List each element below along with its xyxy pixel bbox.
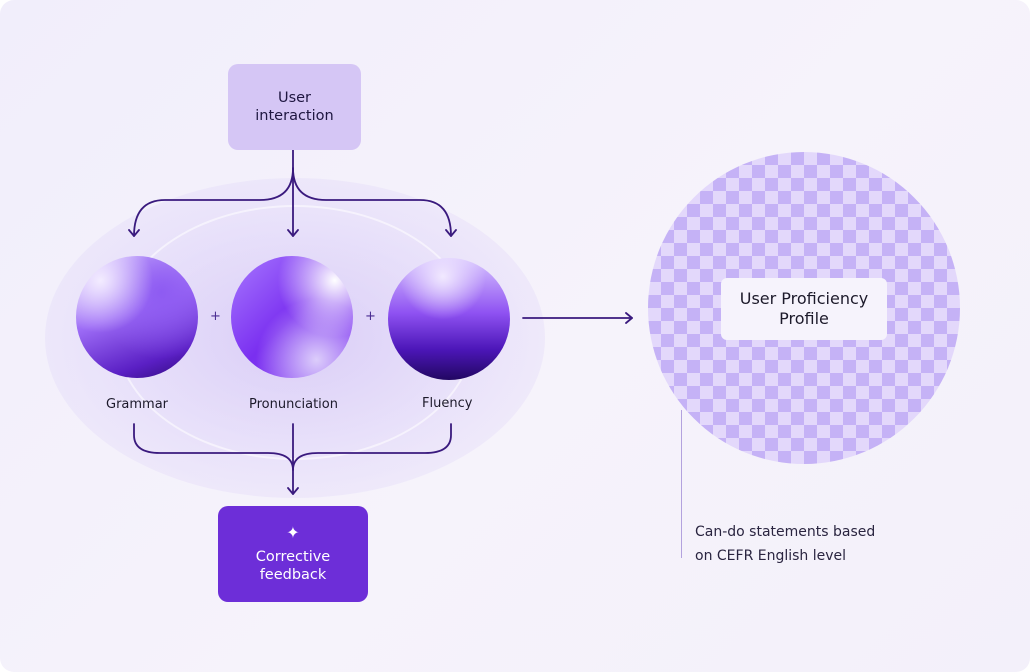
cefr-note: Can-do statements based on CEFR English … <box>695 520 875 568</box>
arrow-to-fluency <box>292 167 457 237</box>
fluency-label: Fluency <box>422 396 473 411</box>
feedback-line-1: Corrective <box>255 549 331 565</box>
grammar-label: Grammar <box>106 397 169 412</box>
profile-title-line-2: Profile <box>779 309 829 328</box>
user-interaction-node: User interaction <box>228 64 361 150</box>
cefr-note-line-1: Can-do statements based <box>695 524 876 540</box>
user-interaction-line-2: interaction <box>255 108 334 124</box>
plus-operator-1: + <box>210 309 221 324</box>
sparkle-icon: ✦ <box>286 523 300 542</box>
cefr-note-line-2: on CEFR English level <box>695 548 847 564</box>
pronunciation-label: Pronunciation <box>249 397 338 412</box>
user-interaction-line-1: User <box>277 90 312 106</box>
fluency-sphere <box>388 258 510 380</box>
arrow-to-grammar <box>128 167 294 237</box>
grammar-sphere <box>76 256 198 378</box>
proficiency-profile-label: User Proficiency Profile <box>721 278 887 340</box>
feedback-line-2: feedback <box>259 567 327 583</box>
corrective-feedback-node: ✦ Corrective feedback <box>218 506 368 602</box>
merge-from-grammar <box>133 423 294 471</box>
profile-title-line-1: User Proficiency <box>739 289 869 308</box>
note-leader-line <box>681 410 682 558</box>
pronunciation-sphere <box>231 256 353 378</box>
plus-operator-2: + <box>365 309 376 324</box>
merge-from-fluency <box>292 423 452 471</box>
